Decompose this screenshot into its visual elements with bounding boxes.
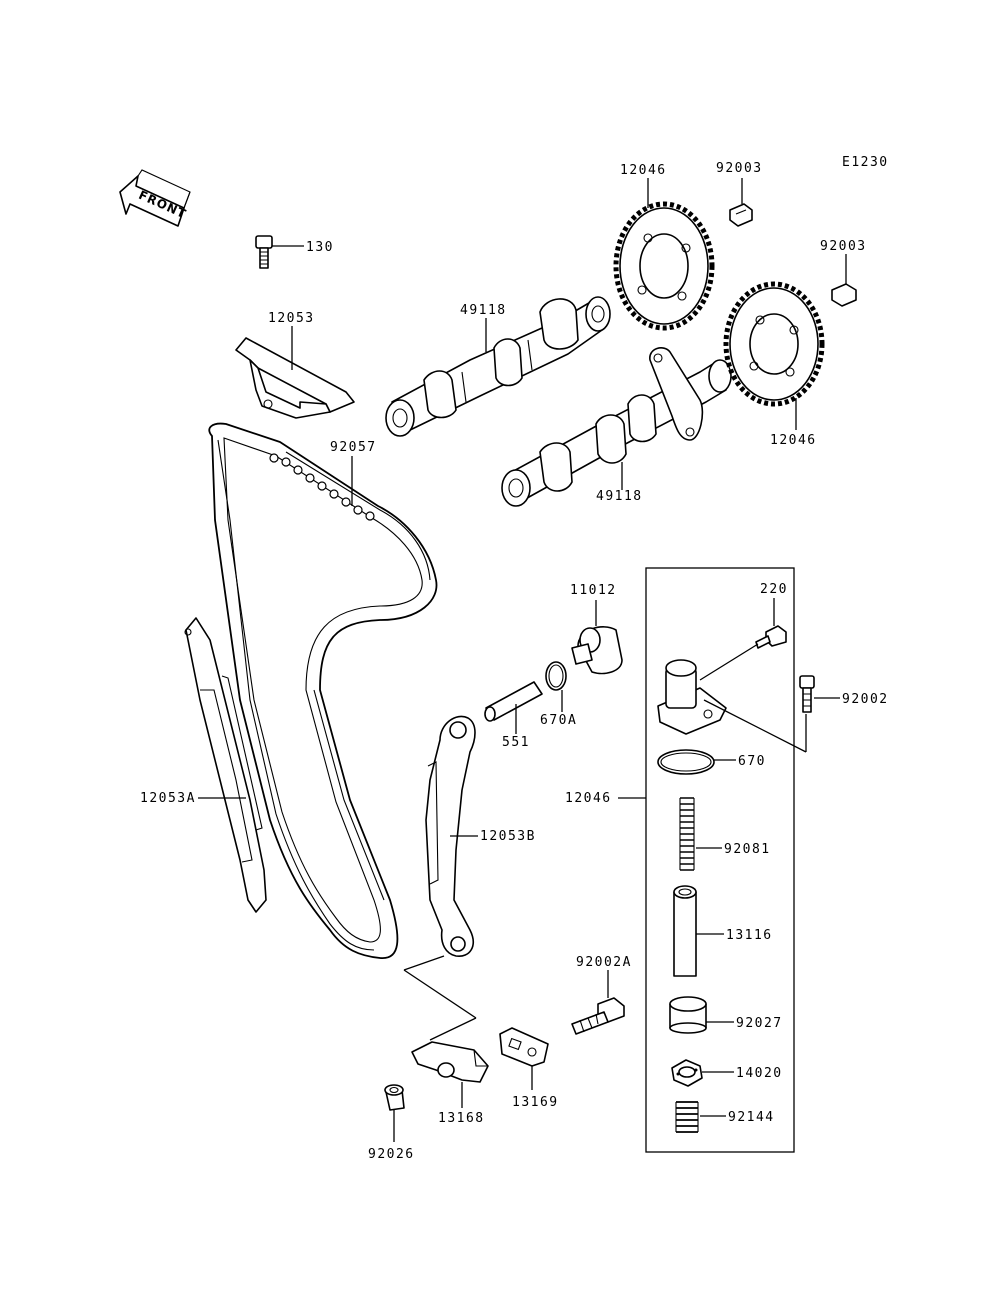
nut-14020 (671, 1059, 734, 1087)
bolt-92002 (799, 675, 840, 713)
bolt-130 (255, 235, 304, 269)
label-670: 670 (738, 754, 766, 769)
label-13169: 13169 (512, 1095, 559, 1110)
label-49118-top: 49118 (460, 303, 507, 318)
spring-92081 (679, 797, 722, 871)
bolt-220 (699, 598, 787, 681)
label-13116: 13116 (726, 928, 773, 943)
chain-guide-12053A (184, 617, 267, 913)
label-92003-a: 92003 (716, 161, 763, 176)
bracket-13168 (411, 1041, 489, 1108)
chain-guide-12053 (235, 326, 355, 419)
label-92002A: 92002A (576, 955, 632, 970)
bolt-92002A (571, 970, 625, 1035)
label-92144: 92144 (728, 1110, 775, 1125)
label-220: 220 (760, 582, 788, 597)
label-92026: 92026 (368, 1147, 415, 1162)
rod-13116 (673, 885, 724, 977)
plate-13169 (499, 1027, 549, 1090)
label-13168: 13168 (438, 1111, 485, 1126)
label-130: 130 (306, 240, 334, 255)
label-12046-sprocket-top: 12046 (620, 163, 667, 178)
label-49118-bottom: 49118 (596, 489, 643, 504)
label-12053A: 12053A (140, 791, 196, 806)
spring-92144 (675, 1101, 726, 1133)
chain-guide-12053B (425, 715, 478, 957)
label-11012: 11012 (570, 583, 617, 598)
o-ring-670A (545, 661, 567, 712)
pin-551 (484, 681, 543, 734)
label-92057: 92057 (330, 440, 377, 455)
cam-chain-92057 (208, 422, 438, 959)
collar-92027 (669, 996, 734, 1034)
label-12053B: 12053B (480, 829, 536, 844)
front-arrow-icon: FRONT (119, 169, 191, 227)
label-92027: 92027 (736, 1016, 783, 1031)
label-92081: 92081 (724, 842, 771, 857)
o-ring-670 (657, 749, 736, 775)
cap-11012 (571, 600, 623, 675)
tensioner-assembly-12046 (618, 567, 795, 1153)
sprocket-12046-bottom (723, 281, 825, 430)
camshaft-49118-bottom (501, 347, 732, 507)
label-12053: 12053 (268, 311, 315, 326)
tensioner-body (657, 659, 807, 753)
label-92002: 92002 (842, 692, 889, 707)
camshaft-49118-top (385, 296, 611, 437)
collar-92026 (384, 1084, 405, 1142)
label-551: 551 (502, 735, 530, 750)
label-12046-sprocket-bottom: 12046 (770, 433, 817, 448)
connector-lines (403, 955, 477, 1041)
label-14020: 14020 (736, 1066, 783, 1081)
sprocket-12046-top (613, 178, 715, 331)
label-12046-tensioner: 12046 (565, 791, 612, 806)
label-670A: 670A (540, 713, 577, 728)
label-92003-b: 92003 (820, 239, 867, 254)
bolt-92003-b (831, 254, 857, 307)
diagram-code: E1230 (842, 155, 889, 170)
bolt-92003-a (729, 178, 753, 227)
